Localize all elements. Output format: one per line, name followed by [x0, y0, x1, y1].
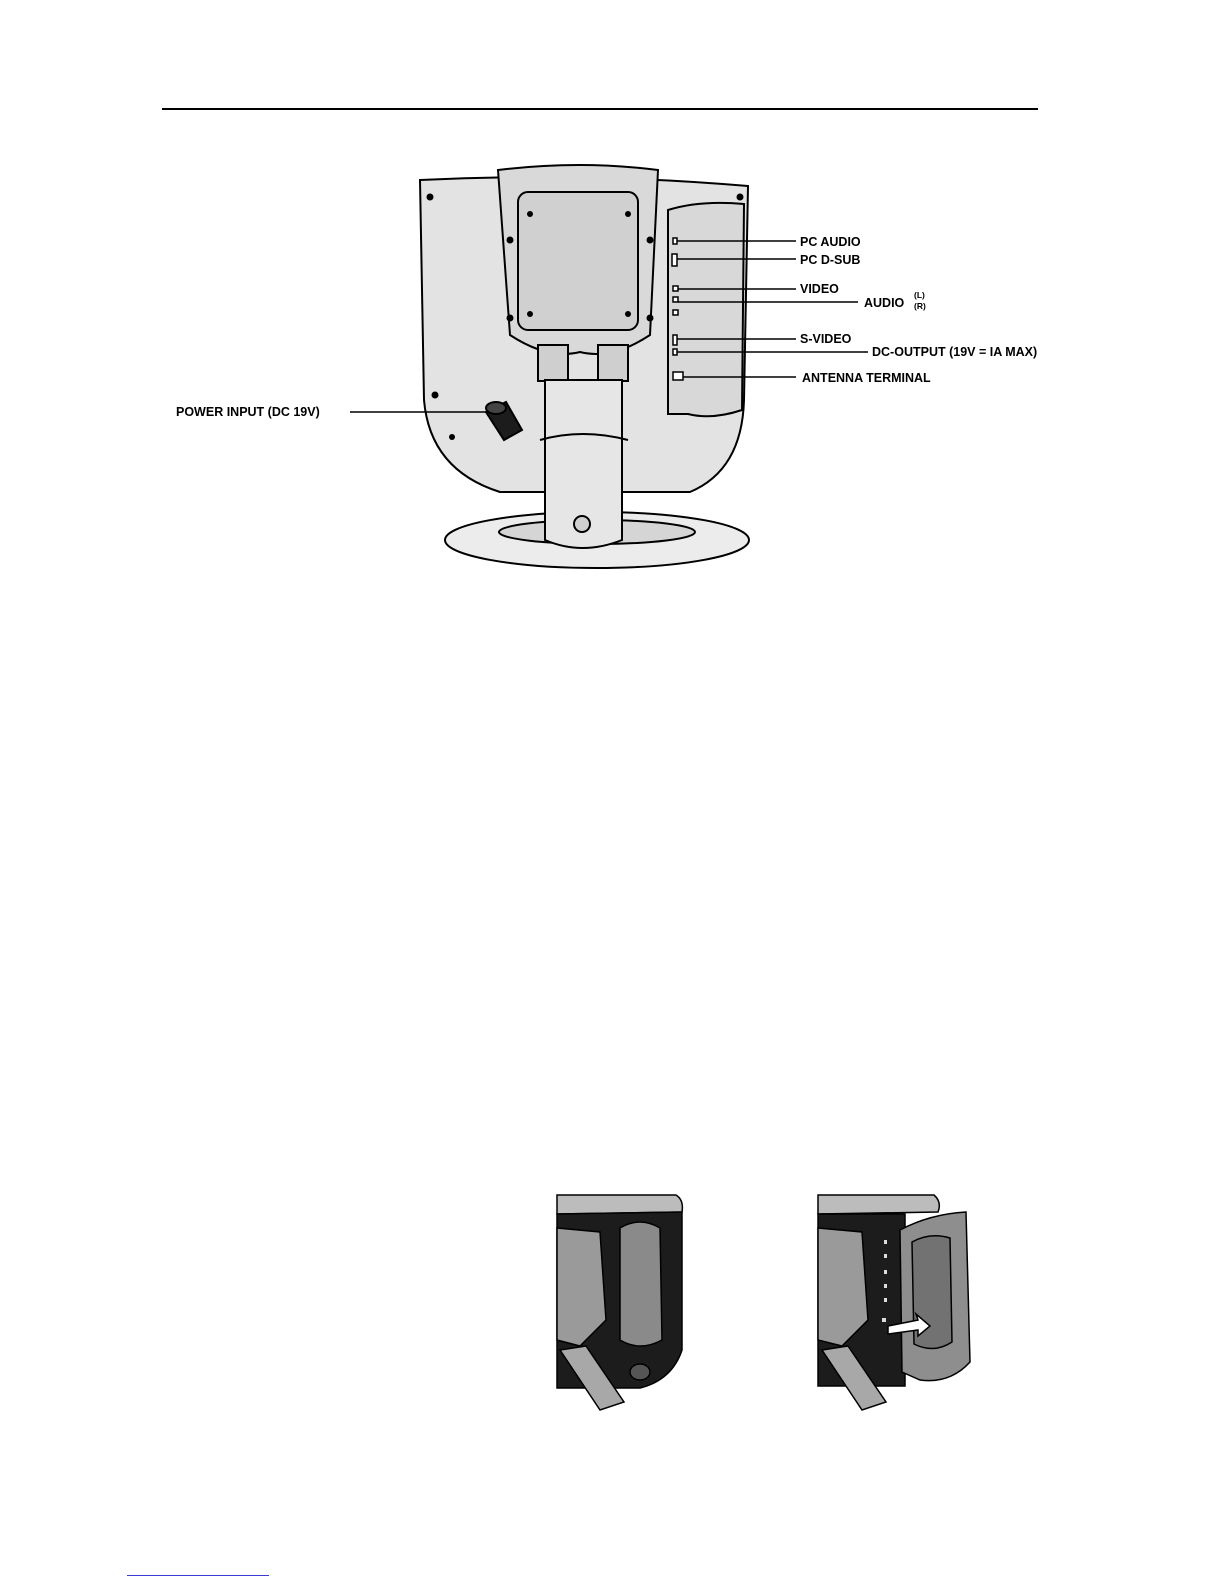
label-antenna-terminal: ANTENNA TERMINAL: [802, 371, 931, 385]
cover-closed-top-edge: [557, 1195, 682, 1214]
label-s-video: S-VIDEO: [800, 332, 852, 346]
footer-link-underline: [127, 1575, 269, 1576]
cover-closed-foot: [630, 1364, 650, 1380]
label-power-input: POWER INPUT (DC 19V): [176, 405, 320, 419]
label-pc-audio: PC AUDIO: [800, 235, 861, 249]
neck-block-right: [598, 345, 628, 381]
hinge-plate: [518, 192, 638, 330]
detail-cover-closed: [557, 1195, 682, 1410]
label-audio: AUDIO: [864, 296, 905, 310]
label-dc-output: DC-OUTPUT (19V = IA MAX): [872, 345, 1037, 359]
cover-open-hinge: [818, 1228, 868, 1346]
connector-panel: [668, 203, 744, 416]
cover-open-top-edge: [818, 1195, 939, 1214]
stand-screw: [574, 516, 590, 532]
label-video: VIDEO: [800, 282, 839, 296]
label-audio-right: (R): [914, 301, 926, 311]
cover-closed-hinge: [557, 1228, 606, 1346]
label-pc-dsub: PC D-SUB: [800, 253, 860, 267]
label-audio-left: (L): [914, 290, 925, 300]
power-input-socket: [486, 402, 506, 414]
detail-cover-open: [818, 1195, 970, 1410]
neck-block-left: [538, 345, 568, 381]
monitor-rear-view: [420, 165, 749, 568]
cover-closed-handle: [620, 1222, 662, 1346]
